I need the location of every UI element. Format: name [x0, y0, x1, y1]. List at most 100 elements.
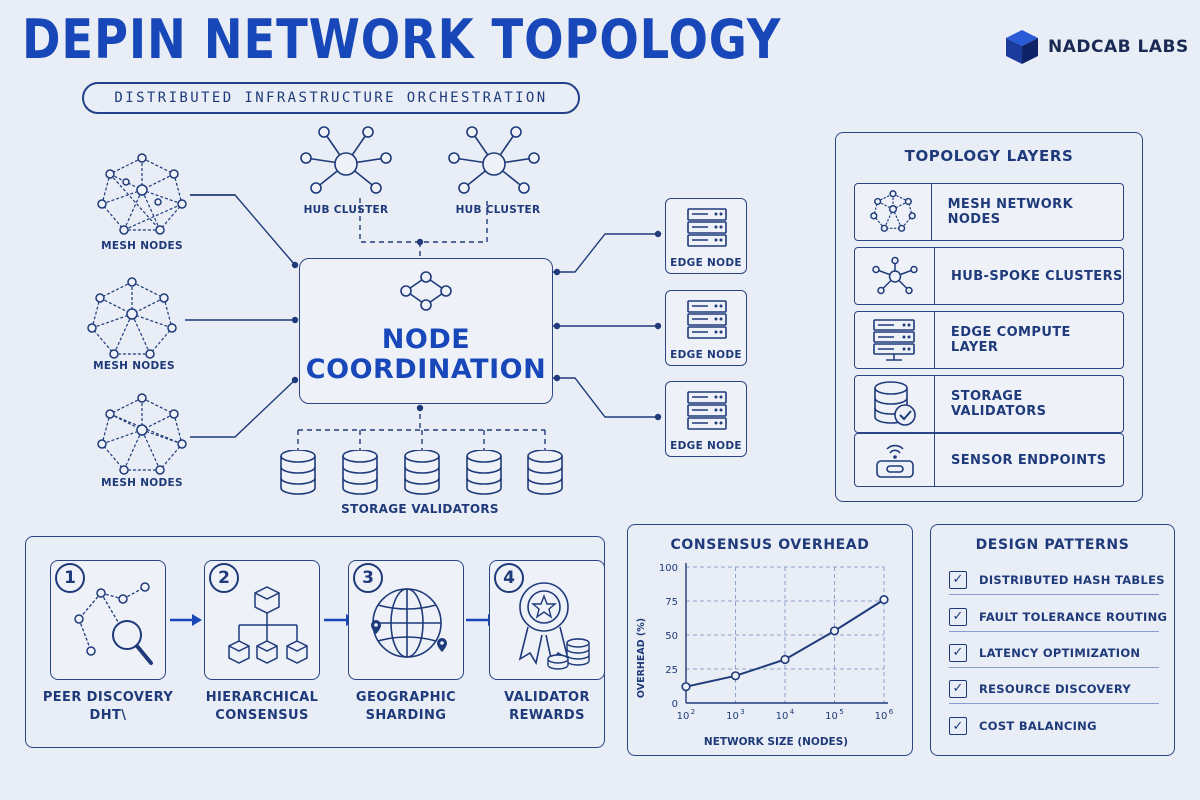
brand-logo: NADCAB LABS — [1002, 28, 1189, 66]
coordination-title-line1: NODE — [381, 324, 471, 355]
database-icon — [280, 450, 316, 495]
chart-data-point — [879, 595, 889, 605]
mesh-icon — [869, 190, 916, 232]
checkbox-checked-icon: ✓ — [949, 717, 967, 735]
database-icon — [466, 450, 502, 495]
chart-x-tick-exponent: 5 — [839, 708, 843, 716]
database-icon — [527, 450, 563, 495]
brand-name: NADCAB LABS — [1048, 37, 1189, 57]
chart-y-tick-label: 50 — [665, 631, 678, 642]
chart-y-tick-label: 25 — [665, 665, 678, 676]
chart-x-tick-exponent: 4 — [790, 708, 795, 716]
mesh-network-icon — [97, 153, 187, 235]
step-number-3: 3 — [353, 563, 383, 593]
edge-node-1: EDGE NODE — [665, 198, 747, 274]
step-1-line2: DHT\ — [89, 708, 127, 723]
diagram-connectors — [185, 194, 662, 452]
chart-data-point — [730, 671, 741, 681]
chart-x-tick-label: 10 — [875, 711, 888, 722]
pattern-item: ✓ COST BALANCING — [949, 711, 1159, 741]
step-peer-discovery: 1 — [50, 560, 166, 680]
database-icon — [342, 450, 378, 495]
chart-y-tick-label: 100 — [659, 563, 678, 574]
pattern-item: ✓ LATENCY OPTIMIZATION — [949, 638, 1159, 668]
coordination-diamond-icon — [400, 271, 452, 311]
hub-cluster-icon — [448, 126, 540, 194]
arrow-right-icon — [170, 614, 202, 626]
chart-x-tick-label: 10 — [776, 711, 789, 722]
hub-cluster-label-2: HUB CLUSTER — [455, 204, 541, 216]
chart-y-tick-label: 75 — [665, 597, 678, 608]
edge-node-label-3: EDGE NODE — [670, 440, 742, 452]
chart-data-point — [829, 626, 840, 636]
cube-logo-icon — [1006, 30, 1038, 64]
checkbox-checked-icon: ✓ — [949, 679, 967, 698]
step-1-line1: PEER DISCOVERY — [42, 690, 174, 705]
hub-cluster-label-1: HUB CLUSTER — [303, 204, 389, 216]
mesh-network-icon — [87, 277, 177, 359]
sensor-icon — [875, 444, 914, 478]
mesh-nodes-label-2: MESH NODES — [93, 360, 175, 372]
checkbox-checked-icon: ✓ — [949, 570, 967, 589]
topology-layers-panel: TOPOLOGY LAYERS MESH NETWORK NODES — [835, 132, 1143, 502]
process-steps-panel: 1 PEER DISCOVERY DHT\ 2 HIERARCHICAL CON… — [25, 536, 605, 748]
step-validator-rewards: 4 — [489, 560, 605, 680]
step-geographic-sharding: 3 — [348, 560, 464, 680]
step-hierarchical-consensus: 2 — [204, 560, 320, 680]
server-icon — [873, 319, 916, 361]
page-subtitle: DISTRIBUTED INFRASTRUCTURE ORCHESTRATION — [82, 82, 580, 114]
step-label-3: GEOGRAPHIC SHARDING — [336, 689, 476, 725]
database-check-icon — [874, 381, 917, 426]
pattern-item: ✓ RESOURCE DISCOVERY — [949, 674, 1159, 704]
node-coordination-box: NODE COORDINATION — [299, 258, 553, 404]
server-icon — [687, 300, 727, 339]
chart-title: CONSENSUS OVERHEAD — [670, 537, 870, 553]
step-label-4: VALIDATOR REWARDS — [477, 689, 617, 725]
pattern-item: ✓ DISTRIBUTED HASH TABLES — [949, 565, 1165, 595]
topology-layers-title: TOPOLOGY LAYERS — [904, 147, 1074, 165]
edge-node-2: EDGE NODE — [665, 290, 747, 366]
layer-row-storage: STORAGE VALIDATORS — [854, 375, 1124, 433]
chart-x-tick-exponent: 3 — [740, 708, 744, 716]
pattern-label: RESOURCE DISCOVERY — [979, 681, 1131, 696]
chart-x-tick-label: 10 — [825, 711, 838, 722]
pattern-label: COST BALANCING — [979, 719, 1097, 733]
mesh-nodes-label-3: MESH NODES — [101, 477, 183, 489]
pattern-label: FAULT TOLERANCE ROUTING — [979, 609, 1168, 624]
step-number-4: 4 — [494, 563, 524, 593]
layer-label-mesh: MESH NETWORK NODES — [947, 197, 1074, 227]
hub-icon — [871, 256, 918, 295]
pattern-label: DISTRIBUTED HASH TABLES — [979, 572, 1165, 587]
layer-label-edge: EDGE COMPUTE LAYER — [950, 325, 1071, 355]
coordination-title-line2: COORDINATION — [305, 354, 547, 385]
layer-label-storage: STORAGE VALIDATORS — [950, 389, 1047, 419]
step-number-1: 1 — [55, 563, 85, 593]
step-2-line1: HIERARCHICAL — [205, 690, 319, 705]
mesh-network-icon — [97, 393, 187, 475]
step-4-line2: REWARDS — [509, 708, 585, 723]
design-patterns-title: DESIGN PATTERNS — [975, 537, 1130, 553]
chart-x-tick-label: 10 — [726, 711, 739, 722]
chart-x-axis-label: NETWORK SIZE (NODES) — [704, 736, 848, 748]
mesh-nodes-label-1: MESH NODES — [101, 240, 183, 252]
pattern-label: LATENCY OPTIMIZATION — [979, 645, 1141, 660]
checkbox-checked-icon: ✓ — [949, 643, 967, 662]
step-4-line1: VALIDATOR — [504, 690, 590, 705]
chart-data-point — [681, 682, 691, 692]
layer-row-hub: HUB-SPOKE CLUSTERS — [854, 247, 1124, 305]
step-label-2: HIERARCHICAL CONSENSUS — [192, 689, 332, 725]
step-number-2: 2 — [209, 563, 239, 593]
chart-y-axis-label: OVERHEAD (%) — [636, 618, 647, 698]
edge-node-3: EDGE NODE — [665, 381, 747, 457]
layer-row-mesh: MESH NETWORK NODES — [854, 183, 1124, 241]
chart-y-tick-label: 0 — [672, 699, 678, 710]
hierarchy-icon — [228, 586, 308, 664]
design-patterns-panel: DESIGN PATTERNS ✓ DISTRIBUTED HASH TABLE… — [930, 524, 1175, 756]
pattern-item: ✓ FAULT TOLERANCE ROUTING — [949, 602, 1167, 632]
storage-validators-label: STORAGE VALIDATORS — [341, 502, 499, 516]
step-3-line1: GEOGRAPHIC — [355, 690, 457, 705]
storage-validators-group — [280, 450, 563, 495]
chart-x-tick-exponent: 6 — [889, 708, 894, 716]
